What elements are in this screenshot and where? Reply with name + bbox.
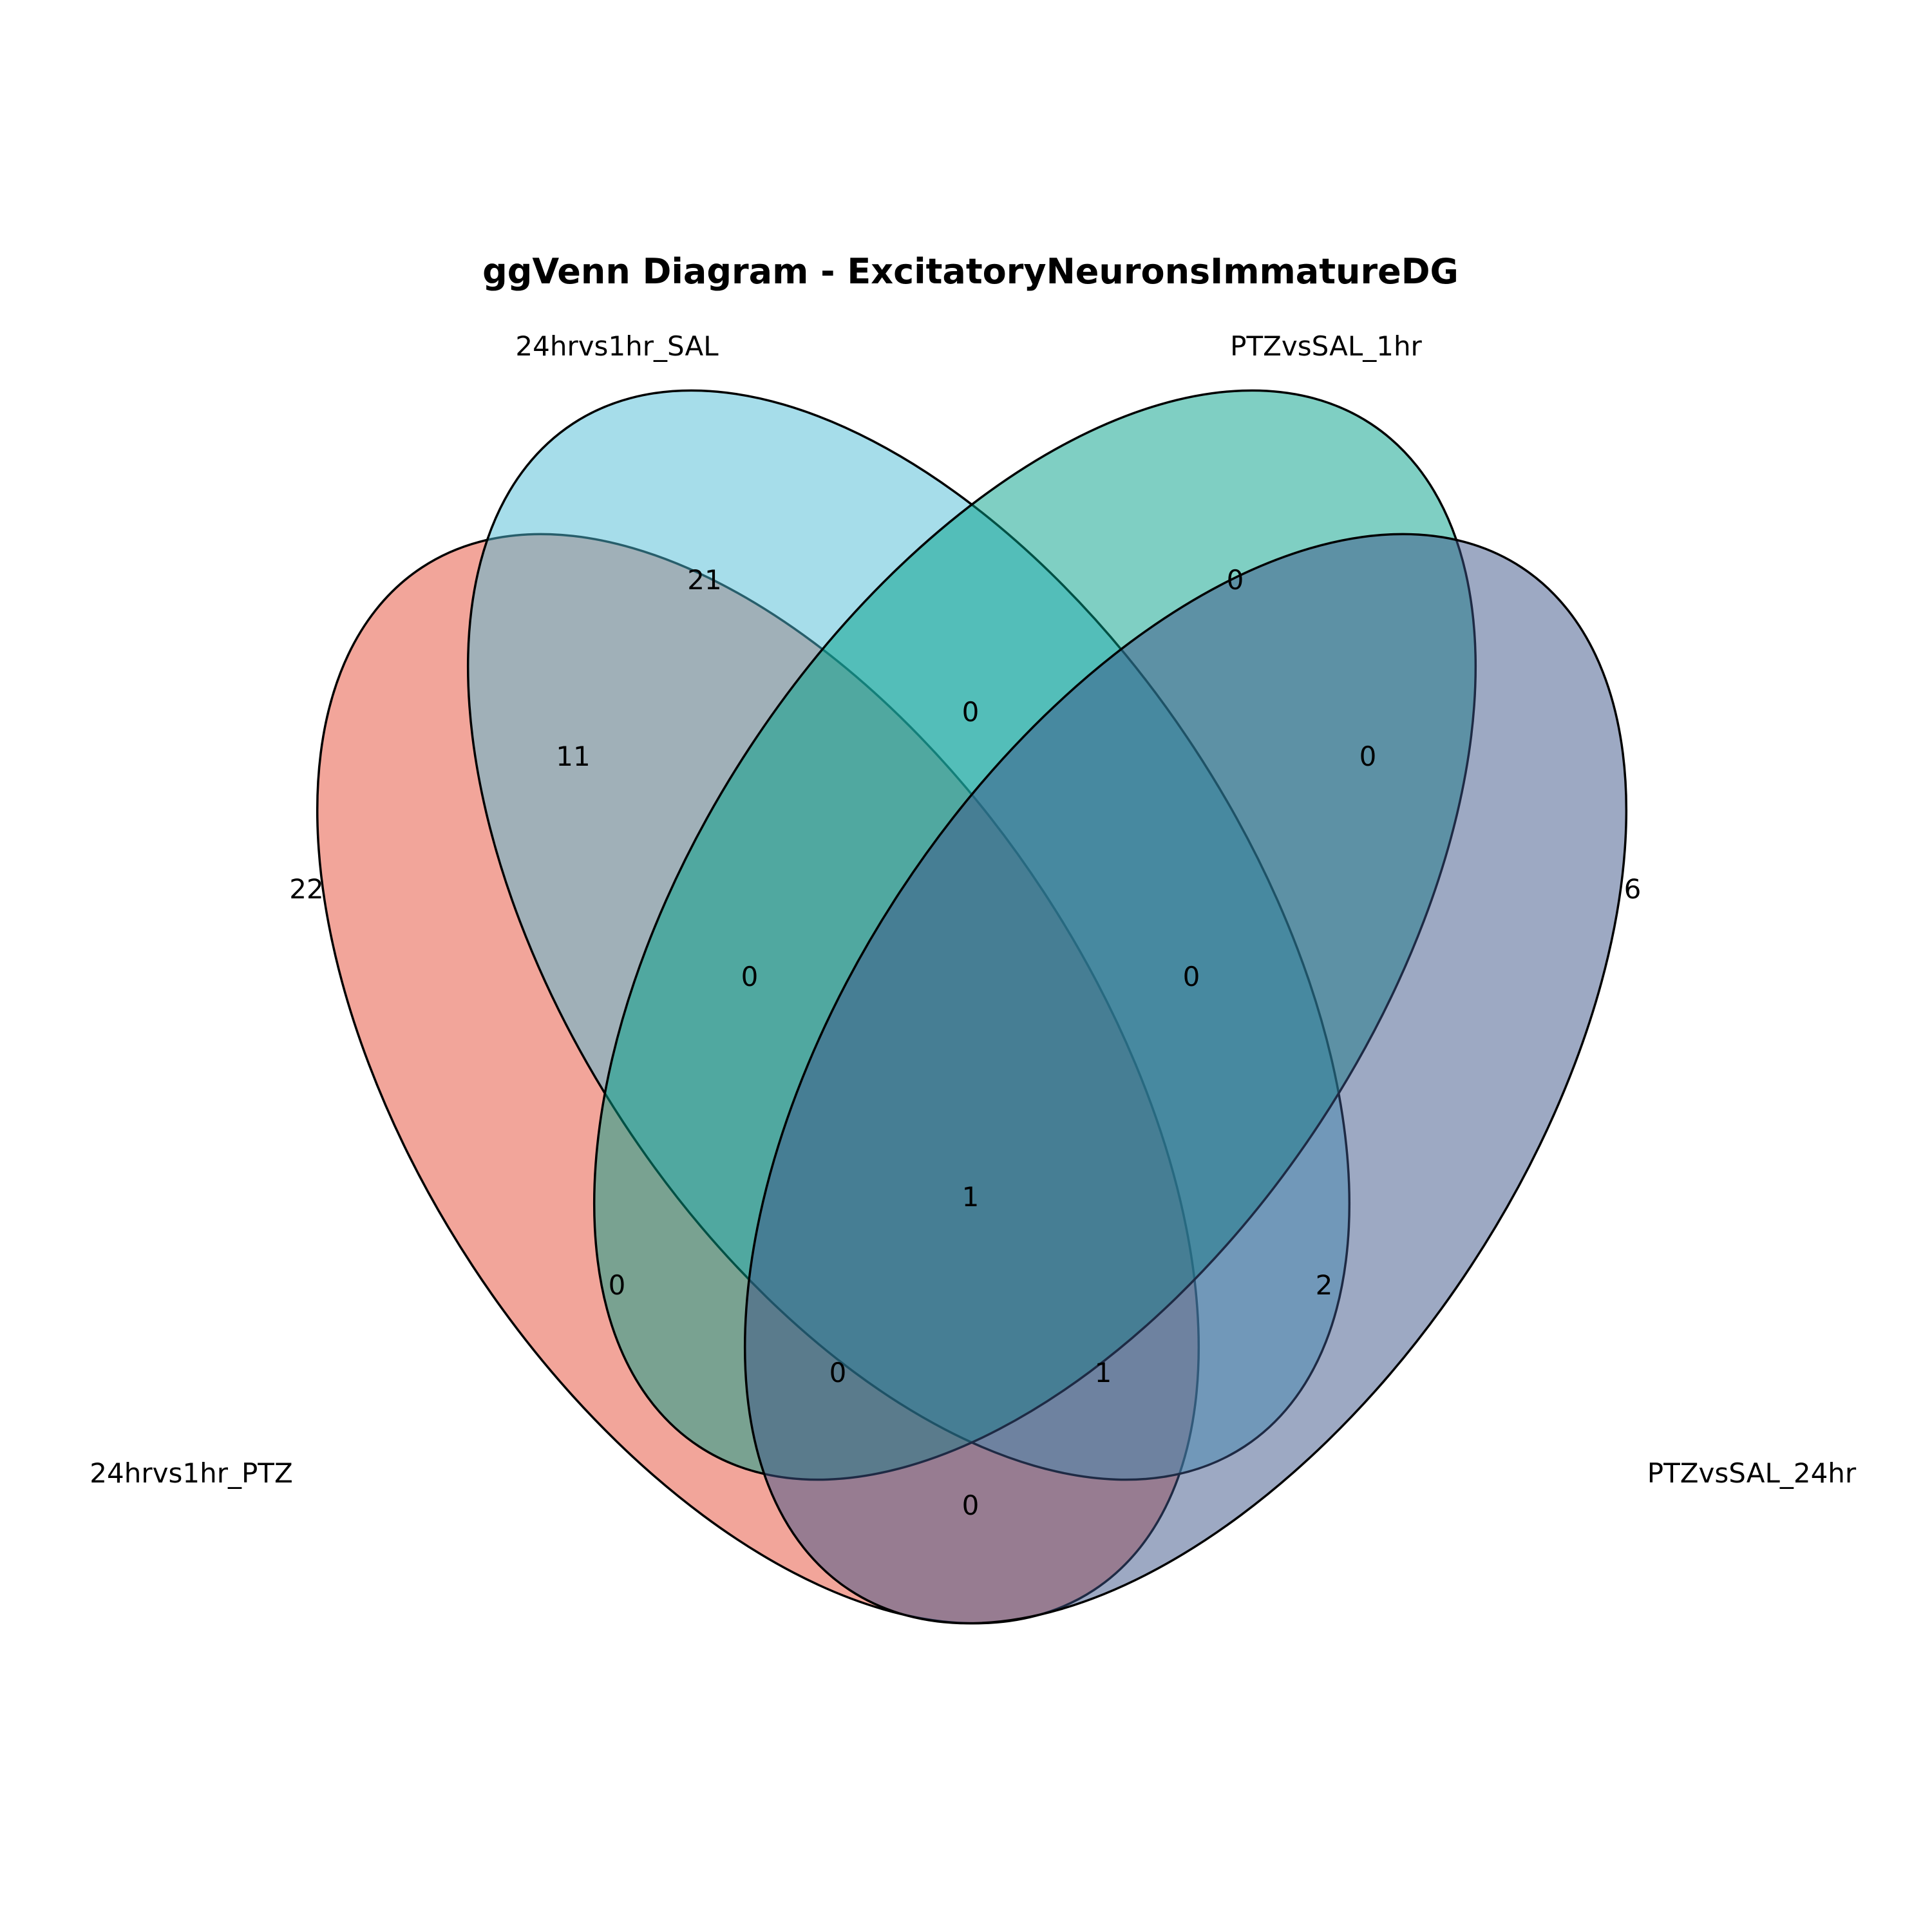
set-ellipses: [316, 389, 1628, 1625]
count-bcd: 0: [1183, 961, 1200, 992]
count-d-only: 6: [1624, 873, 1642, 905]
set-label-ptzvssal-1hr: PTZvsSAL_1hr: [1230, 330, 1422, 362]
set-label-ptzvssal-24hr: PTZvsSAL_24hr: [1647, 1457, 1857, 1489]
set-labels: 24hrvs1hr_SAL PTZvsSAL_1hr 24hrvs1hr_PTZ…: [90, 330, 1857, 1489]
diagram-title: ggVenn Diagram - ExcitatoryNeuronsImmatu…: [482, 251, 1459, 292]
count-b-only: 21: [687, 564, 721, 596]
count-bd: 2: [1316, 1269, 1333, 1301]
count-a-only: 22: [289, 873, 323, 905]
set-label-24hrvs1hr-sal: 24hrvs1hr_SAL: [515, 330, 719, 362]
count-abc: 0: [741, 961, 759, 992]
count-abd: 1: [1095, 1357, 1112, 1388]
count-abcd: 1: [962, 1181, 980, 1213]
count-bc: 0: [962, 696, 980, 728]
set-label-24hrvs1hr-ptz: 24hrvs1hr_PTZ: [90, 1457, 292, 1489]
region-counts: 22 21 0 6 11 0 0 0 0 1 0 2 0 1 0: [289, 564, 1641, 1521]
count-ab: 11: [556, 741, 590, 772]
count-ad: 0: [962, 1490, 980, 1521]
count-cd: 0: [1359, 741, 1377, 772]
set-ellipse-d: [743, 533, 1628, 1625]
count-ac: 0: [609, 1269, 626, 1301]
count-c-only: 0: [1227, 564, 1244, 596]
count-acd: 0: [829, 1357, 847, 1388]
